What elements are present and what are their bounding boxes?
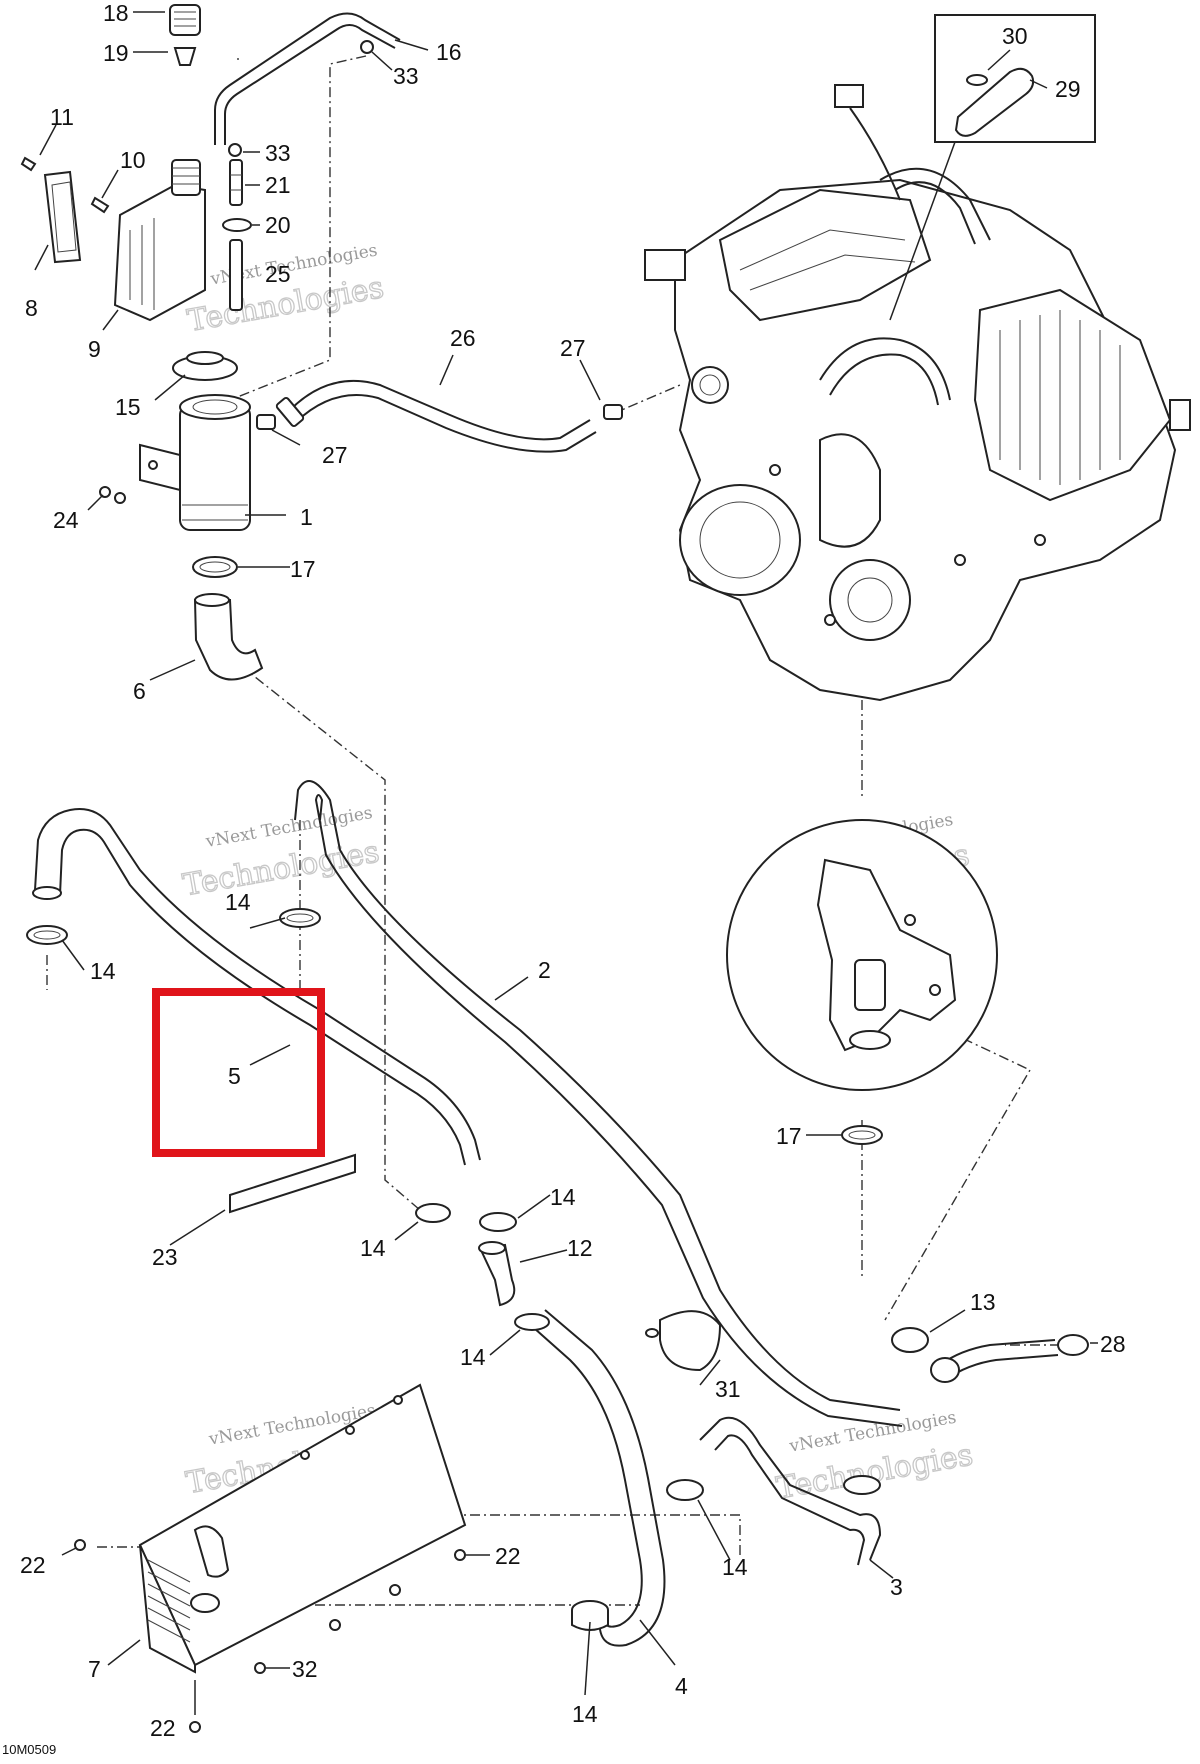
callout-14[interactable]: 14 [360,1235,386,1261]
callout-32[interactable]: 32 [292,1656,318,1682]
callout-14[interactable]: 14 [460,1344,486,1370]
elbow-hose-6 [193,593,264,681]
callout-9[interactable]: 9 [88,336,101,362]
coolant-tank-1 [139,394,251,531]
callout-30[interactable]: 30 [1002,23,1028,49]
callout-24[interactable]: 24 [53,507,79,533]
callout-5[interactable]: 5 [228,1063,241,1089]
inset-box-hose-29 [889,14,1096,321]
clamp-33a [360,40,374,54]
callout-31[interactable]: 31 [715,1376,741,1402]
callout-29[interactable]: 29 [1055,76,1081,102]
hose-4 [524,1309,666,1647]
callout-22[interactable]: 22 [150,1715,176,1741]
leader-lines [34,11,1098,1715]
bolts-24 [99,486,126,504]
callout-28[interactable]: 28 [1100,1331,1126,1357]
callout-7[interactable]: 7 [88,1656,101,1682]
cap-18 [169,4,201,36]
callout-3[interactable]: 3 [890,1574,903,1600]
screws-22 [74,1539,466,1733]
clamp-14b [26,925,68,945]
callout-21[interactable]: 21 [265,172,291,198]
radiator-shroud-7 [138,1383,467,1674]
screw-32 [254,1662,266,1674]
callout-13[interactable]: 13 [970,1289,996,1315]
clamp-14d [415,1203,451,1223]
fitting-27a [256,414,276,430]
callout-2[interactable]: 2 [538,957,551,983]
callout-11[interactable]: 11 [50,104,74,130]
callout-18[interactable]: 18 [103,0,129,26]
fitting-21 [229,159,243,206]
callout-25[interactable]: 25 [265,261,291,287]
callout-23[interactable]: 23 [152,1244,178,1270]
hose-elbow-28 [930,1334,1089,1383]
callout-22[interactable]: 22 [20,1552,46,1578]
drawing-code: 10M0509 [2,1742,56,1757]
clamp-17b [841,1125,883,1145]
callout-14[interactable]: 14 [550,1184,576,1210]
callout-14[interactable]: 14 [722,1554,748,1580]
callout-14[interactable]: 14 [572,1701,598,1727]
tube-25 [229,239,243,311]
cap-seal-19 [173,47,197,66]
callout-19[interactable]: 19 [103,40,129,66]
radiator-hose-2 [294,780,903,1427]
radiator-cap-15 [172,351,238,381]
callout-12[interactable]: 12 [567,1235,593,1261]
bracket-31 [645,1310,722,1372]
radiator-hose-5 [32,808,481,1166]
clamp-14g [571,1600,609,1631]
callout-14[interactable]: 14 [225,889,251,915]
grommet-20 [222,218,252,232]
callout-15[interactable]: 15 [115,394,141,420]
callout-27[interactable]: 27 [322,442,348,468]
clamp-17a [192,556,238,578]
callout-27[interactable]: 27 [560,335,586,361]
screw-10 [90,196,110,214]
vent-hose-16 [214,12,401,145]
clamp-14e [514,1313,550,1331]
callout-26[interactable]: 26 [450,325,476,351]
reservoir-bottle-9 [113,159,206,322]
callout-14[interactable]: 14 [90,958,116,984]
clamp-13 [891,1327,929,1353]
clamp-33b [228,143,242,157]
clamp-14a [279,908,321,928]
callout-8[interactable]: 8 [25,295,38,321]
callout-17[interactable]: 17 [290,556,316,582]
clamp-14f [666,1479,704,1501]
callout-33[interactable]: 33 [393,63,419,89]
thermostat-inset [726,819,998,1091]
callout-17[interactable]: 17 [776,1123,802,1149]
hose-3 [699,1416,882,1566]
callout-1[interactable]: 1 [300,504,313,530]
callout-20[interactable]: 20 [265,212,291,238]
callout-16[interactable]: 16 [436,39,462,65]
hose-26 [275,379,597,453]
foam-strip-23 [229,1153,356,1214]
clamp-14c [479,1212,517,1232]
callout-33[interactable]: 33 [265,140,291,166]
highlight-box-part-5[interactable] [152,988,325,1157]
fitting-27b [603,404,623,420]
screw-11 [20,156,37,172]
callout-10[interactable]: 10 [120,147,146,173]
callout-6[interactable]: 6 [133,678,146,704]
callout-22[interactable]: 22 [495,1543,521,1569]
tube-12 [478,1241,516,1307]
callout-labels: 18 19 16 33 11 10 33 21 20 25 8 9 26 27 … [2,0,1126,1757]
engine-assembly [644,84,1191,702]
callout-4[interactable]: 4 [675,1673,688,1699]
strap-8 [43,170,82,264]
